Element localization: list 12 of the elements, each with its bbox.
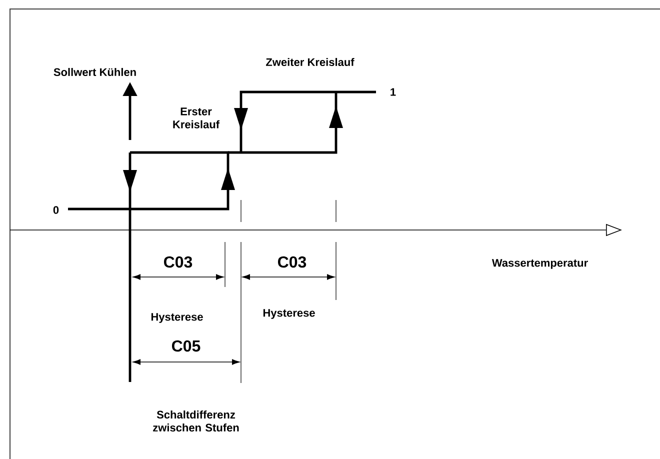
level-label: 1 <box>390 88 396 96</box>
level-label: 0 <box>53 206 59 214</box>
dimension-label: Hysterese <box>151 313 203 323</box>
dimension-label: C03 <box>164 256 192 268</box>
dimension-label: C05 <box>172 340 200 352</box>
dimension-label: Hysterese <box>263 309 315 319</box>
caption-text: Schaltdifferenz zwischen Stufen <box>153 410 239 432</box>
axis-label: Wassertemperatur <box>492 259 588 269</box>
axis-label: Sollwert Kühlen <box>54 68 136 76</box>
curve-label: Zweiter Kreislauf <box>266 58 354 66</box>
dimension-label: C03 <box>278 256 306 268</box>
curve-label: Erster Kreislauf <box>173 108 220 128</box>
